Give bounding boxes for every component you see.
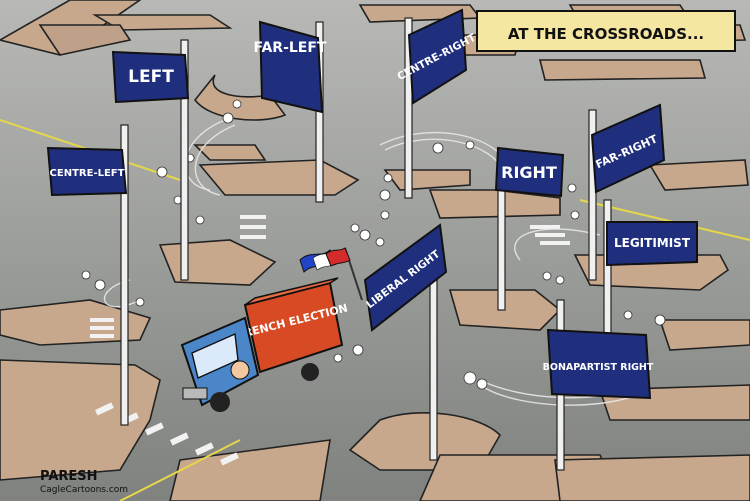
crosswalks	[90, 215, 570, 466]
driver-face	[230, 360, 250, 380]
french-flag	[299, 247, 363, 301]
front-wheel	[210, 392, 230, 412]
sign-left-text: LEFT	[128, 67, 174, 87]
title-text: AT THE CROSSROADS...	[508, 25, 704, 43]
sign-right-text: RIGHT	[501, 163, 557, 182]
post-liberal-right	[429, 259, 438, 461]
bumper	[182, 387, 208, 400]
post-centre-right	[404, 17, 413, 199]
sign-legitimist-text: LEGITIMIST	[614, 236, 691, 250]
sign-centre-left: CENTRE-LEFT	[46, 146, 128, 197]
sign-far-right: FAR-RIGHT	[590, 103, 666, 194]
post-centre-left	[120, 124, 129, 426]
artist-signature: PARESH	[40, 469, 98, 484]
title-banner: AT THE CROSSROADS...	[476, 10, 736, 52]
sign-far-left-text: FAR-LEFT	[254, 40, 327, 56]
sign-legitimist: LEGITIMIST	[606, 221, 698, 267]
credit-text: CagleCartoons.com	[40, 485, 128, 495]
sign-bonapartist-right: BONAPARTIST RIGHT	[543, 328, 654, 400]
post-far-right	[588, 109, 597, 281]
sign-left: LEFT	[111, 50, 190, 104]
sign-right: RIGHT	[494, 146, 565, 198]
election-truck: FRENCH ELECTION	[180, 277, 349, 412]
rear-wheel	[301, 363, 319, 381]
sign-centre-left-text: CENTRE-LEFT	[50, 168, 125, 179]
post-left	[180, 39, 189, 281]
sign-far-left: FAR-LEFT	[254, 20, 327, 114]
sign-bonapartist-right-text: BONAPARTIST RIGHT	[543, 362, 654, 373]
exhaust-puffs	[81, 99, 666, 390]
